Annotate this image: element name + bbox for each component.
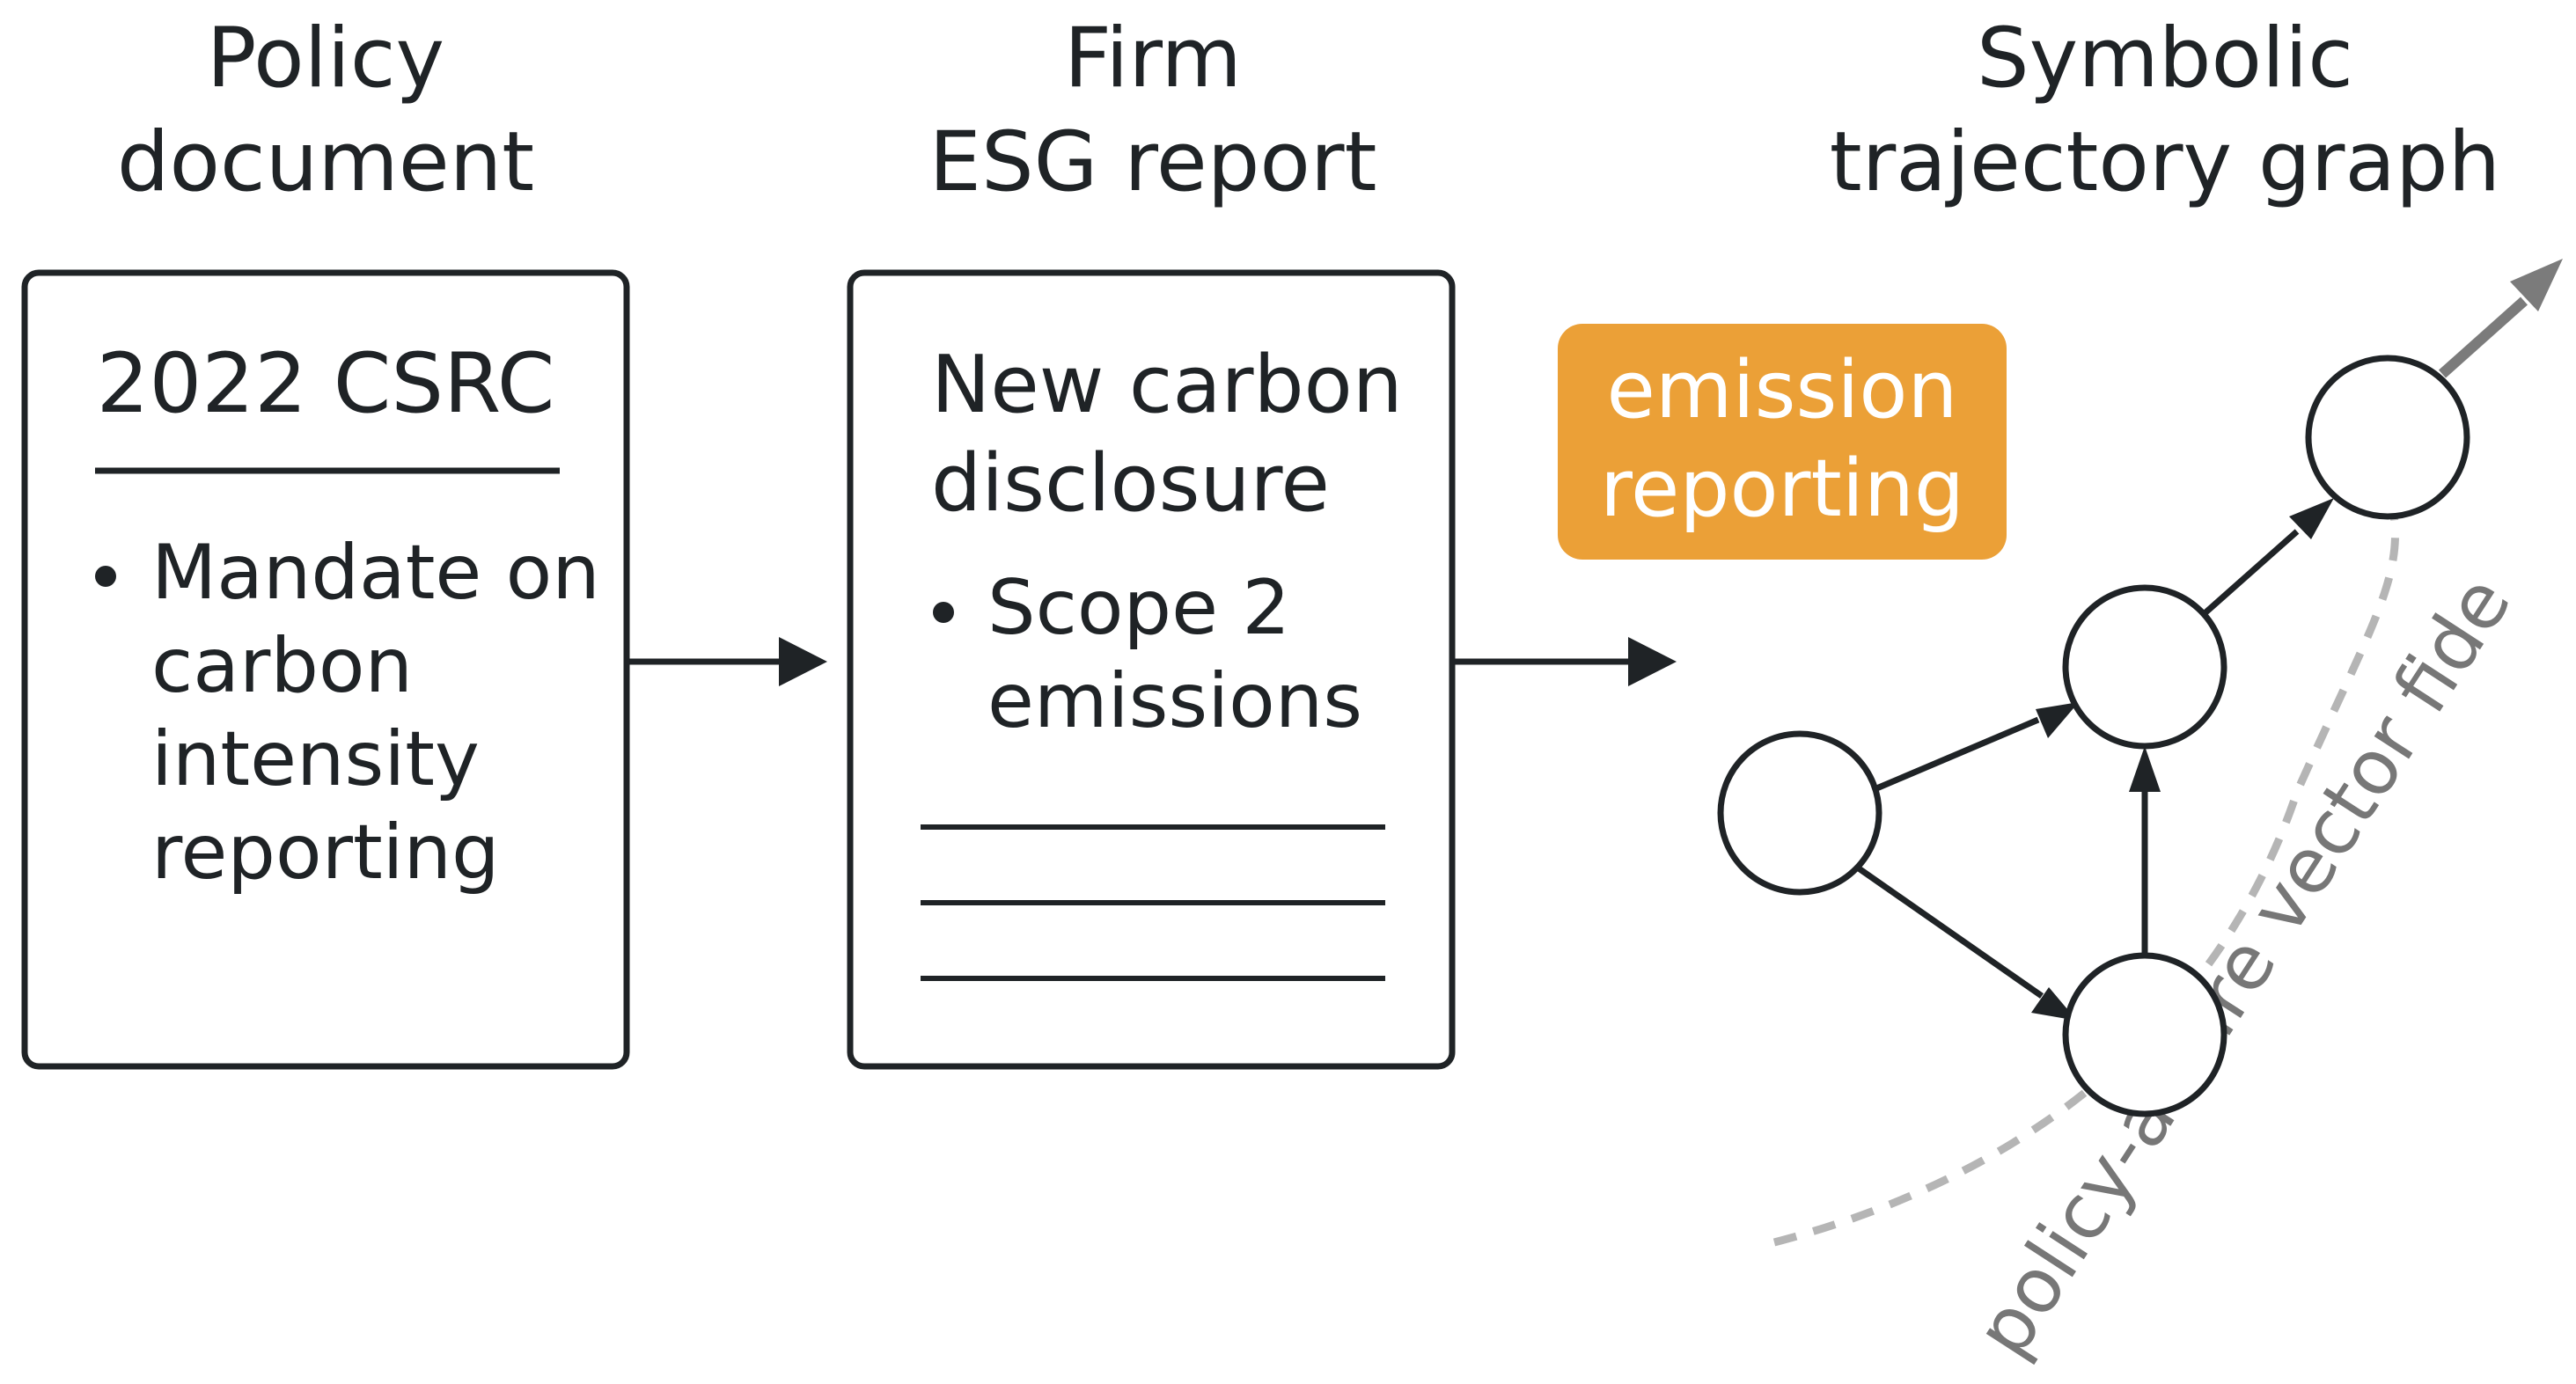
- trajectory-graph-title: Symbolic trajectory graph: [1787, 7, 2543, 215]
- graph-edge-arrowhead: [2036, 702, 2079, 738]
- graph-title-line1: Symbolic: [1977, 11, 2353, 106]
- esg-report-title: Firm ESG report: [845, 7, 1461, 215]
- esg-bullet-line2: emissions: [987, 657, 1362, 745]
- graph-node: [2062, 584, 2227, 750]
- graph-node: [2305, 355, 2470, 520]
- esg-title-line1: Firm: [1064, 11, 1242, 106]
- policy-bullet-line2: carbon: [151, 622, 413, 710]
- policy-heading: 2022 CSRC: [97, 336, 555, 432]
- emission-reporting-highlight: [1558, 324, 2007, 560]
- highlight-line1: emission: [1607, 344, 1958, 436]
- trajectory-outgoing-arrow: [2439, 297, 2528, 378]
- graph-edge-arrowhead: [2031, 987, 2077, 1021]
- esg-report-box: [847, 269, 1456, 1070]
- esg-heading-line2: disclosure: [931, 437, 1330, 530]
- policy-bullet-line3: intensity: [151, 715, 480, 803]
- esg-bullet-dot: [933, 602, 954, 623]
- graph-edge: [1873, 716, 2040, 793]
- vector-field-label: policy-aware vector fide: [1959, 561, 2528, 1373]
- graph-edge-arrowhead: [2289, 498, 2334, 539]
- graph-edge-arrowhead: [2129, 746, 2161, 792]
- trajectory-outgoing-arrowhead: [2510, 259, 2563, 311]
- graph-node: [1717, 730, 1882, 896]
- graph-title-line2: trajectory graph: [1829, 114, 2501, 210]
- policy-bullet-dot: [95, 566, 116, 587]
- policy-title-line2: document: [116, 114, 535, 210]
- policy-bullet-line1: Mandate on: [151, 529, 600, 617]
- policy-bullet-line4: reporting: [151, 809, 500, 897]
- esg-title-line2: ESG report: [928, 114, 1377, 210]
- esg-to-graph-arrowhead: [1628, 637, 1677, 686]
- policy-to-esg-arrowhead: [779, 637, 827, 686]
- policy-aware-vector-field-curve: [1772, 514, 2400, 1247]
- policy-title-line1: Policy: [206, 11, 445, 106]
- graph-node: [2062, 952, 2227, 1117]
- esg-bullet-line1: Scope 2: [987, 564, 1290, 652]
- policy-document-title: Policy document: [62, 7, 590, 215]
- graph-edge: [1856, 866, 2044, 999]
- graph-edge: [2201, 529, 2300, 617]
- esg-heading-line1: New carbon: [931, 339, 1403, 431]
- highlight-line2: reporting: [1600, 443, 1964, 535]
